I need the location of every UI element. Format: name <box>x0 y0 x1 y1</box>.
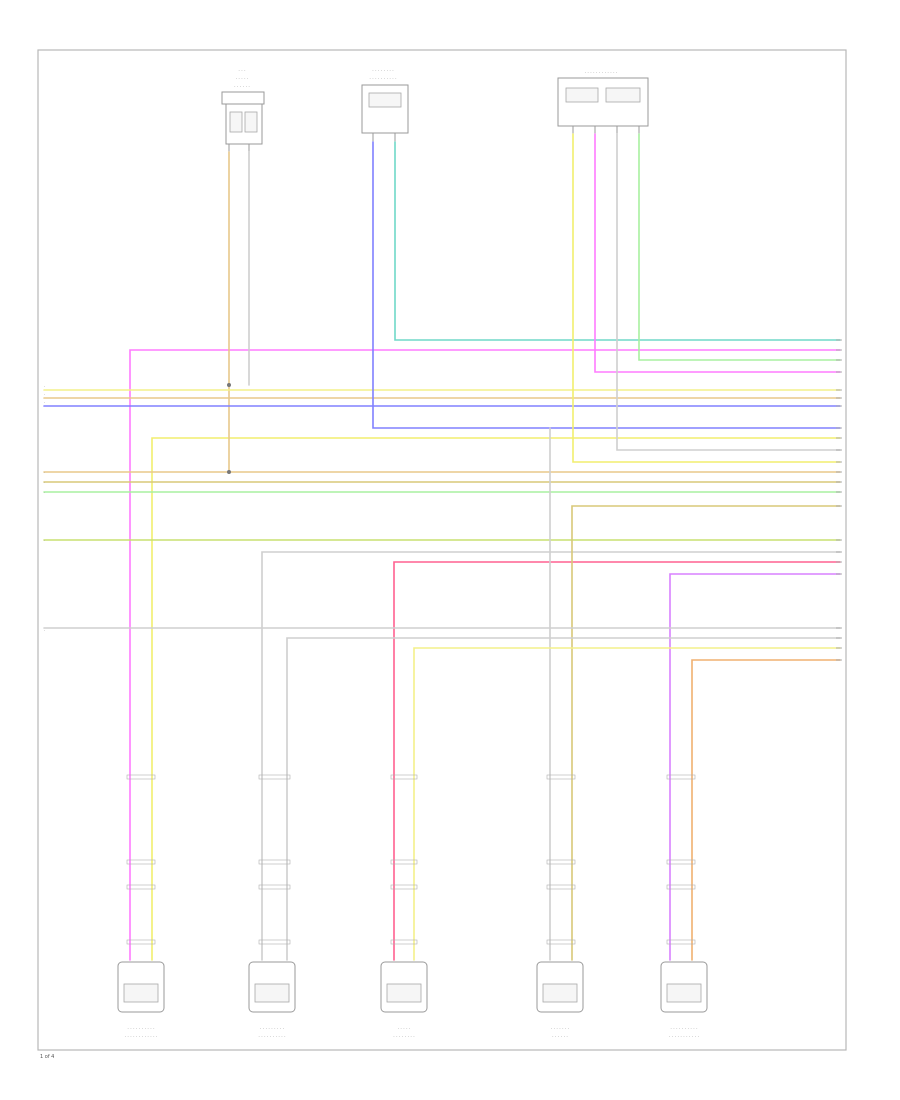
splice-dot-1 <box>227 383 231 387</box>
wire-26 <box>691 659 841 961</box>
pin-pair-3-4 <box>390 939 418 945</box>
pin-pair-3-1 <box>390 774 418 780</box>
svg-text:· · · · · · · · · · ·: · · · · · · · · · · · <box>669 1035 699 1040</box>
pin-pair-5-4 <box>666 939 696 945</box>
svg-text:· · · · · · · ·: · · · · · · · · <box>372 69 393 74</box>
wires-layer <box>43 133 842 961</box>
pin-pair-5-1 <box>666 774 696 780</box>
pin-pair-3-3 <box>390 884 418 890</box>
wire-21 <box>571 505 841 961</box>
svg-text:·: · <box>44 400 45 405</box>
pin-pair-5-2 <box>666 859 696 865</box>
svg-text:· · · · · · ·: · · · · · · · <box>551 1027 570 1032</box>
splice-dot-2 <box>227 470 231 474</box>
wire-19 <box>393 561 841 961</box>
top-right-connector: · · · · · · · · · · · · <box>557 71 649 134</box>
svg-text:· · · · ·: · · · · · <box>236 77 249 82</box>
svg-text:· · · · · · · · ·: · · · · · · · · · <box>260 1027 284 1032</box>
wire-18 <box>261 551 841 961</box>
svg-text:· · · · · · · · · ·: · · · · · · · · · · <box>127 1027 154 1032</box>
top-left-connector: · · · · · · · · · · · · · · <box>221 69 265 152</box>
top-center-connector: · · · · · · · · · · · · · · · · · · <box>361 69 409 142</box>
wire-1 <box>129 349 841 961</box>
wire-2 <box>151 437 841 961</box>
svg-text:· · · · · · · · · ·: · · · · · · · · · · <box>670 1027 697 1032</box>
pin-pair-4-1 <box>546 774 576 780</box>
bottom-speaker-4: · · · · · · · · · · · · · <box>536 961 584 1040</box>
pin-pair-1-2 <box>126 859 156 865</box>
wire-11 <box>594 133 841 373</box>
svg-text:· · · · · ·: · · · · · · <box>552 1035 568 1040</box>
pin-pair-4-3 <box>546 884 576 890</box>
svg-text:·: · <box>44 490 45 495</box>
pin-pair-5-3 <box>666 884 696 890</box>
svg-text:· · · · · ·: · · · · · · <box>234 85 250 90</box>
svg-text:·: · <box>44 628 45 633</box>
left-terminals: · · · · · · · · <box>44 384 45 633</box>
pin-pair-2-1 <box>258 774 291 780</box>
svg-text:· · ·: · · · <box>238 69 245 74</box>
pin-pair-2-2 <box>258 859 291 865</box>
pin-pair-1-4 <box>126 939 156 945</box>
pin-pair-4-2 <box>546 859 576 865</box>
svg-text:· · · · · · · · · · · ·: · · · · · · · · · · · · <box>125 1035 158 1040</box>
bottom-speaker-5: · · · · · · · · · · · · · · · · · · · · … <box>660 961 708 1040</box>
svg-text:· · · · · · · · · ·: · · · · · · · · · · <box>258 1035 285 1040</box>
pin-pair-2-3 <box>258 884 291 890</box>
svg-text:· · · · ·: · · · · · <box>398 1027 411 1032</box>
pin-pair-4-4 <box>546 939 576 945</box>
diagram-frame <box>37 49 847 1051</box>
svg-text:·: · <box>44 480 45 485</box>
pin-pair-2-4 <box>258 939 291 945</box>
svg-text:· · · · · · · · · ·: · · · · · · · · · · <box>369 77 396 82</box>
wire-22 <box>669 573 841 961</box>
wire-24 <box>286 637 841 961</box>
svg-text:·: · <box>44 470 45 475</box>
svg-text:·: · <box>44 538 45 543</box>
corner-label: 1 of 4 <box>40 1054 54 1060</box>
svg-text:· · · · · · · ·: · · · · · · · · <box>393 1035 414 1040</box>
bottom-speaker-1: · · · · · · · · · · · · · · · · · · · · … <box>117 961 165 1040</box>
bottom-speaker-2: · · · · · · · · · · · · · · · · · · · <box>248 961 296 1040</box>
svg-text:·: · <box>44 384 45 389</box>
wire-25 <box>413 647 841 961</box>
wire-12 <box>616 133 841 451</box>
pin-pair-3-2 <box>390 859 418 865</box>
wire-10 <box>572 133 841 463</box>
wire-8 <box>372 141 841 429</box>
bottom-speaker-3: · · · · · · · · · · · · · <box>380 961 428 1040</box>
wire-9 <box>394 141 841 341</box>
pin-pair-1-1 <box>126 774 156 780</box>
svg-text:·: · <box>44 392 45 397</box>
pin-pair-1-3 <box>126 884 156 890</box>
svg-text:· · · · · · · · · · · ·: · · · · · · · · · · · · <box>585 71 618 76</box>
wire-13 <box>638 133 841 361</box>
